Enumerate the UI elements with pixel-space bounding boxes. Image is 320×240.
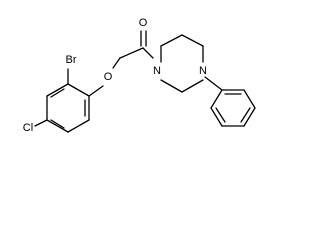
ring-a-bond [46,83,69,97]
piperazine-n4-atom-label: N [199,65,207,77]
piperazine-ring [160,34,204,93]
ring-b-double-bond [240,107,251,123]
piperazine-n1-atom-label: N [153,65,161,77]
c-cl-bond [34,119,48,127]
piperazine-bond [160,34,183,47]
ring-b-bond [243,107,256,127]
ring-a-double-bond [50,119,65,129]
ring-a-double-bond [50,88,65,98]
n-phenyl-bond [204,76,223,91]
chlorine-atom-label: Cl [23,122,33,134]
chlorobromophenyl-ring [46,83,90,133]
ring-b-bond [243,89,256,109]
bromine-atom-label: Br [66,54,77,66]
chemical-structure: Br Cl O O N N [23,17,256,134]
phenyl-ring [210,89,256,127]
ether-oxygen-atom-label: O [104,71,113,83]
ring-a-bond [67,83,90,97]
ring-a-bond [46,119,69,133]
piperazine-bond [181,79,204,93]
piperazine-bond [181,34,204,47]
carbonyl-oxygen-atom-label: O [139,17,148,29]
c-o-ether-bond [88,85,104,97]
carbonyl-n-bond [142,47,154,59]
ring-b-double-bond [215,107,226,123]
piperazine-bond [160,79,183,93]
ring-a-bond [67,119,90,133]
o-ch2-bond [112,57,121,69]
ch2-carbonyl-bond [119,47,144,59]
ring-b-bond [210,89,223,109]
ring-b-bond [210,107,223,127]
